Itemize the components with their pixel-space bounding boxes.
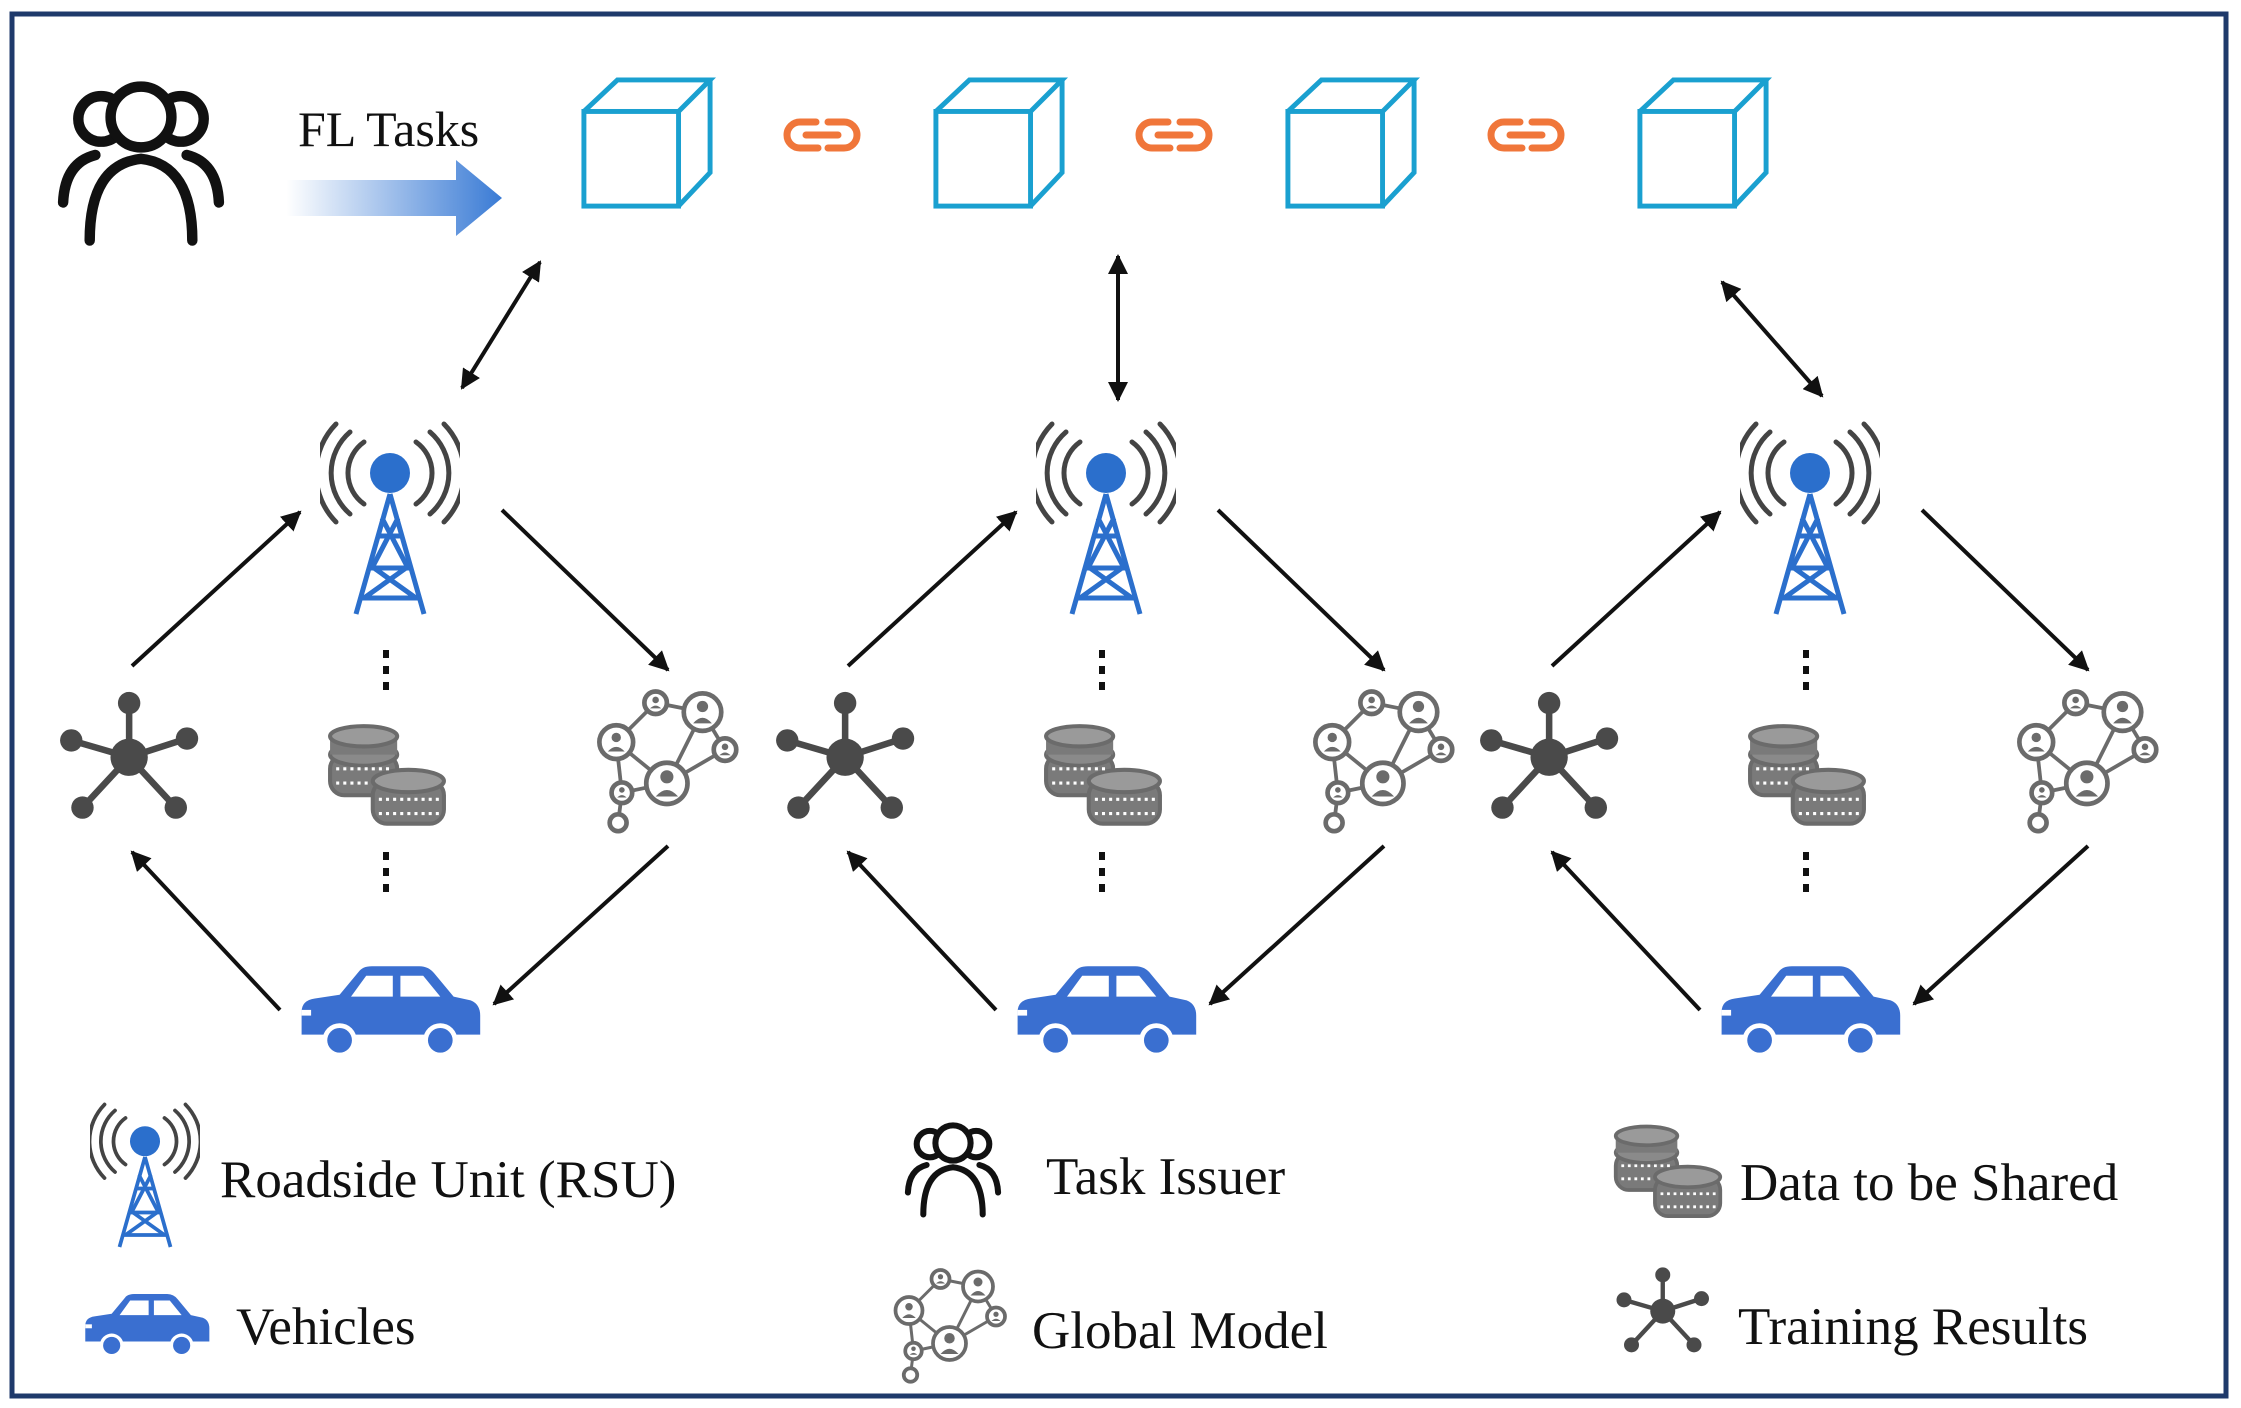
- legend-vehicles-label: Vehicles: [236, 1298, 416, 1356]
- legend-rsu-label: Roadside Unit (RSU): [220, 1151, 676, 1209]
- chain-link-icon: [1491, 122, 1561, 148]
- hub-node-icon: [776, 692, 914, 819]
- people-group-icon: [908, 1125, 998, 1214]
- legend-global-model-label: Global Model: [1032, 1302, 1328, 1360]
- network-graph-icon: [2019, 692, 2156, 832]
- hub-node-icon: [1480, 692, 1618, 819]
- antenna-tower-icon: [1032, 424, 1180, 614]
- flow-arrow: [1216, 508, 1386, 672]
- hub-node-icon: [1617, 1267, 1710, 1352]
- car-icon: [1017, 966, 1197, 1056]
- cube-icon: [1640, 80, 1766, 206]
- flow-arrow: [500, 508, 670, 672]
- diagram-frame: [9, 11, 2229, 1399]
- chain-rsu-arrow: [1720, 280, 1824, 398]
- flow-arrow: [1550, 510, 1722, 668]
- car-icon: [85, 1293, 210, 1356]
- network-graph-icon: [893, 1268, 1007, 1384]
- rsu-cluster: [776, 424, 1452, 1056]
- chain-link-icon: [1139, 122, 1209, 148]
- cube-icon: [584, 80, 710, 206]
- rsu-cluster: [1480, 424, 2156, 1056]
- legend-data-label: Data to be Shared: [1740, 1154, 2118, 1212]
- chain-rsu-arrow: [460, 260, 542, 390]
- antenna-tower-icon: [1736, 424, 1884, 614]
- rsu-cluster: [60, 424, 736, 1056]
- flow-arrow: [492, 844, 670, 1006]
- chain-rsu-links: [460, 254, 1824, 402]
- antenna-tower-icon: [90, 1102, 200, 1249]
- fl-tasks-label: FL Tasks: [298, 101, 479, 157]
- chain-link-icon: [787, 122, 857, 148]
- flow-arrow: [846, 510, 1018, 668]
- flow-arrow: [130, 850, 282, 1012]
- coin-stack-icon: [1046, 726, 1160, 824]
- coin-stack-icon: [1750, 726, 1864, 824]
- flow-arrow: [130, 510, 302, 668]
- network-graph-icon: [599, 692, 736, 832]
- ellipsis-dots: [1803, 650, 1809, 690]
- car-icon: [301, 966, 481, 1056]
- ellipsis-dots: [1099, 852, 1105, 892]
- coin-stack-icon: [330, 726, 444, 824]
- flow-arrow: [846, 850, 998, 1012]
- flow-arrow: [1550, 850, 1702, 1012]
- ellipsis-dots: [1803, 852, 1809, 892]
- antenna-tower-icon: [316, 424, 464, 614]
- network-graph-icon: [1315, 692, 1452, 832]
- coin-stack-icon: [1613, 1124, 1723, 1219]
- flow-arrow: [1208, 844, 1386, 1006]
- people-group-icon: [63, 87, 219, 241]
- legend-training-label: Training Results: [1738, 1298, 2088, 1356]
- cube-icon: [936, 80, 1062, 206]
- cube-icon: [1288, 80, 1414, 206]
- hub-node-icon: [60, 692, 198, 819]
- car-icon: [1721, 966, 1901, 1056]
- legend-task-issuer-label: Task Issuer: [1046, 1148, 1285, 1206]
- task-arrow: [286, 160, 502, 236]
- flow-arrow: [1912, 844, 2090, 1006]
- ellipsis-dots: [383, 852, 389, 892]
- flow-arrow: [1920, 508, 2090, 672]
- ellipsis-dots: [383, 650, 389, 690]
- ellipsis-dots: [1099, 650, 1105, 690]
